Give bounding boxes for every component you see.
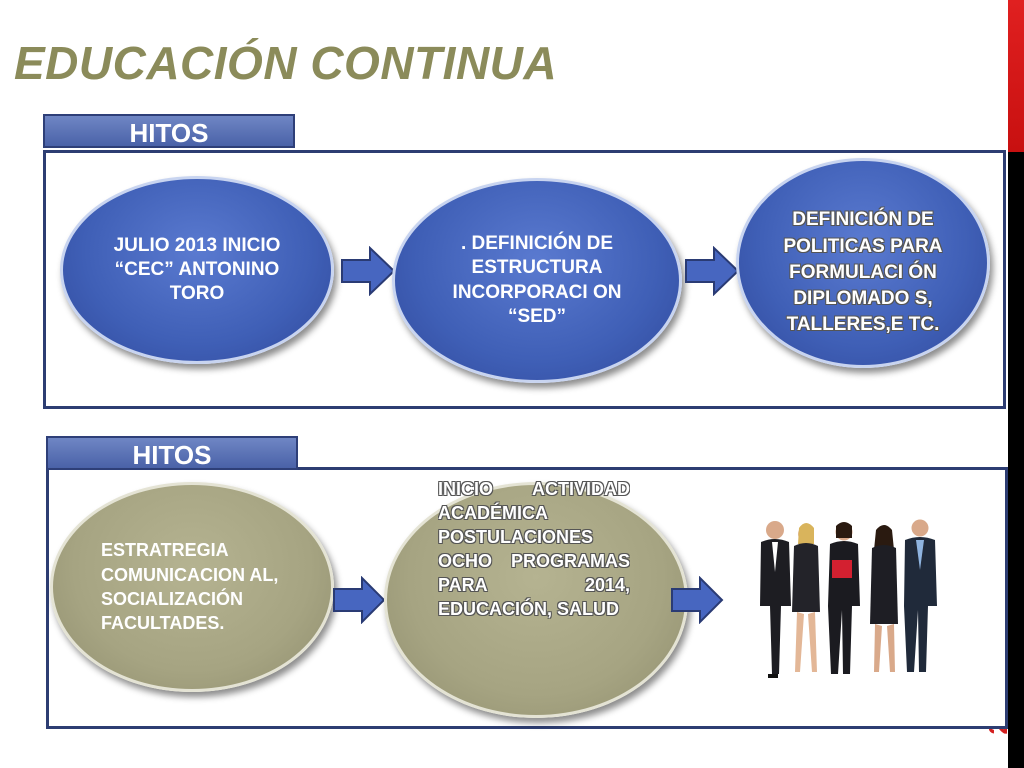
row1-step1-text: JULIO 2013 INICIO “CEC” ANTONINO TORO bbox=[113, 234, 281, 305]
row1-tab-hitos: HITOS bbox=[43, 114, 295, 148]
person-icon bbox=[828, 522, 860, 674]
arrow-right-icon bbox=[671, 576, 724, 624]
arrow-right-icon bbox=[333, 576, 386, 624]
row2-step1-text: ESTRATREGIA COMUNICACION AL, SOCIALIZACI… bbox=[101, 540, 279, 634]
person-icon bbox=[760, 521, 791, 678]
row1-step2-text: . DEFINICIÓN DE ESTRUCTURA INCORPORACI O… bbox=[452, 232, 622, 327]
row2-step2-text: INICIO ACTIVIDAD ACADÉMICA POSTULACIONES… bbox=[438, 479, 630, 619]
slide-title: EDUCACIÓN CONTINUA bbox=[14, 37, 558, 89]
row1-step2-ellipse: . DEFINICIÓN DE ESTRUCTURA INCORPORACI O… bbox=[392, 178, 682, 383]
row1-step3-ellipse bbox=[736, 158, 990, 368]
person-icon bbox=[792, 523, 820, 672]
arrow-right-icon bbox=[341, 246, 396, 296]
row1-arrow1 bbox=[341, 246, 396, 296]
row2-step1-ellipse: ESTRATREGIA COMUNICACION AL, SOCIALIZACI… bbox=[50, 482, 334, 692]
row1-step1-ellipse: JULIO 2013 INICIO “CEC” ANTONINO TORO bbox=[60, 176, 334, 364]
person-icon bbox=[904, 519, 937, 672]
row2-tab-hitos: HITOS bbox=[46, 436, 298, 470]
right-accent-bar-red bbox=[1008, 0, 1024, 152]
business-people-image bbox=[760, 519, 937, 678]
row1-arrow2 bbox=[685, 246, 740, 296]
row1-step3-text: DEFINICIÓN DE POLITICAS PARA FORMULACI Ó… bbox=[783, 209, 943, 336]
right-accent-bar-black bbox=[1008, 152, 1024, 768]
arrow-right-icon bbox=[685, 246, 740, 296]
person-icon bbox=[870, 525, 898, 672]
row2-arrow2 bbox=[671, 576, 724, 624]
row2-arrow1 bbox=[333, 576, 386, 624]
